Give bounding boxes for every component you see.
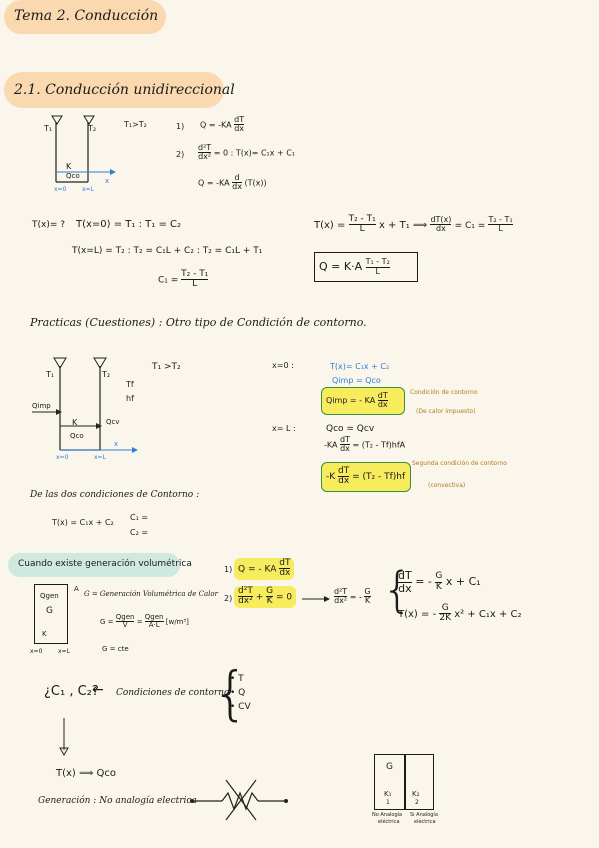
b3-l1: Qco = Qcv: [326, 424, 375, 434]
b3-deq: De las dos condiciones de Contorno :: [30, 490, 200, 500]
b3-blue1: T(x)= C₁x + C₂: [330, 362, 390, 371]
b3-note1b: (De calor impuesto): [416, 408, 476, 415]
b3-sol: T(x) = C₁x + C₂: [52, 518, 114, 527]
b1-eq1-num: 1): [176, 122, 185, 131]
practicas-line: Practicas (Cuestiones) : Otro tipo de Co…: [30, 316, 367, 329]
fig2-x: x: [114, 440, 119, 448]
b3-note2: Segunda condición de contorno: [412, 460, 507, 467]
fig1-t1: T₁: [44, 124, 53, 133]
b3-xl: x= L :: [272, 424, 296, 433]
b3-blue2: Qimp = Qco: [332, 376, 381, 385]
fig2-xl: x=L: [94, 454, 106, 461]
gen-box-qgen: Qgen: [40, 592, 59, 600]
gen-arrow: [302, 596, 330, 602]
b2-q: T(x)= ?: [32, 220, 66, 230]
bottom-arrow: ←: [92, 682, 104, 698]
down-arrow: [59, 718, 69, 756]
wall-diagram-2: [32, 357, 138, 453]
fig2-qcv: Qcv: [106, 418, 120, 426]
gen-brace: {: [382, 562, 413, 618]
b3-c2: C₂ =: [130, 528, 149, 537]
compare-k1-idx: 1: [386, 799, 390, 806]
wall-diagram-1: [51, 115, 116, 183]
gen-box-k: K: [42, 630, 47, 638]
b3-c1: C₁ =: [130, 513, 149, 522]
fig2-x0: x=0: [56, 454, 69, 461]
b1-cond: T₁>T₂: [124, 120, 147, 129]
bottom-q: ¿C₁ , C₂?: [44, 684, 99, 699]
bottom-item-1: • T: [230, 674, 244, 684]
bottom-txq: T(x) ⟹ Qco: [56, 768, 117, 779]
gen-def: G = Generación Volumétrica de Calor: [84, 590, 218, 598]
compare-k2-idx: 2: [415, 799, 419, 806]
gen-e1-num: 1): [224, 565, 233, 574]
compare-k1: K₁: [384, 790, 392, 798]
gen-xl: x=L: [58, 648, 70, 655]
fig1-xl: x=L: [82, 186, 94, 193]
section-title: 2.1. Conducción unidireccional: [14, 82, 235, 98]
fig2-t1: T₁: [46, 370, 55, 379]
fig1-x0: x=0: [54, 186, 67, 193]
fig2-qimp: Qimp: [32, 402, 51, 410]
bottom-item-2: • Q: [230, 688, 246, 698]
gen-e2-num: 2): [224, 594, 233, 603]
b3-x0: x=0 :: [272, 361, 294, 370]
fig1-x: x: [105, 177, 110, 185]
b3-cond: T₁ >T₂: [152, 362, 181, 372]
fig2-qco: Qco: [70, 432, 84, 440]
gen-box-a: A: [74, 585, 79, 593]
compare-cap2b: eléctrica: [414, 819, 436, 825]
bottom-gen: Generación : No analogía electrica: [38, 796, 197, 806]
compare-box-left: [374, 754, 406, 810]
b3-note2b: (convectiva): [428, 482, 466, 489]
page-title: Tema 2. Conducción: [14, 8, 159, 24]
compare-cap1: No Analogía: [372, 812, 403, 818]
b3-hf: hf: [126, 394, 134, 403]
resistor-crossed-icon: [190, 779, 288, 821]
gen-pill-label: Cuando existe generación volumétrica: [18, 559, 192, 569]
bottom-brace: {: [212, 659, 249, 727]
compare-g: G: [386, 762, 393, 772]
compare-cap1b: eléctrica: [378, 819, 400, 825]
b3-tf: Tf: [126, 380, 134, 389]
title-pill: [4, 0, 166, 34]
fig1-q: Qco: [66, 172, 80, 180]
compare-box-right: [404, 754, 434, 810]
b2-line2: T(x=L) = T₂ : T₂ = C₁L + C₂ : T₂ = C₁L +…: [72, 246, 263, 256]
compare-cap2: Si Analogía: [410, 812, 438, 818]
gen-pill: [8, 553, 180, 577]
bottom-item-3: • CV: [230, 702, 251, 712]
b2-line1: T(x=0) = T₁ : T₁ = C₂: [76, 219, 181, 230]
fig1-k: K: [66, 162, 72, 171]
gen-box-g: G: [46, 606, 53, 616]
gen-gcte: G = cte: [102, 645, 129, 653]
fig2-t2: T₂: [102, 370, 111, 379]
b1-eq2-num: 2): [176, 150, 185, 159]
gen-x0: x=0: [30, 648, 43, 655]
compare-k2: K₂: [412, 790, 420, 798]
gen-box: [34, 584, 68, 644]
b3-note1: Condición de contorno: [410, 389, 478, 396]
fig1-t2: T₂: [88, 124, 97, 133]
fig2-k: K: [72, 418, 78, 427]
section-pill: [4, 72, 224, 108]
bottom-cond: Condiciones de contorno: [116, 688, 230, 698]
